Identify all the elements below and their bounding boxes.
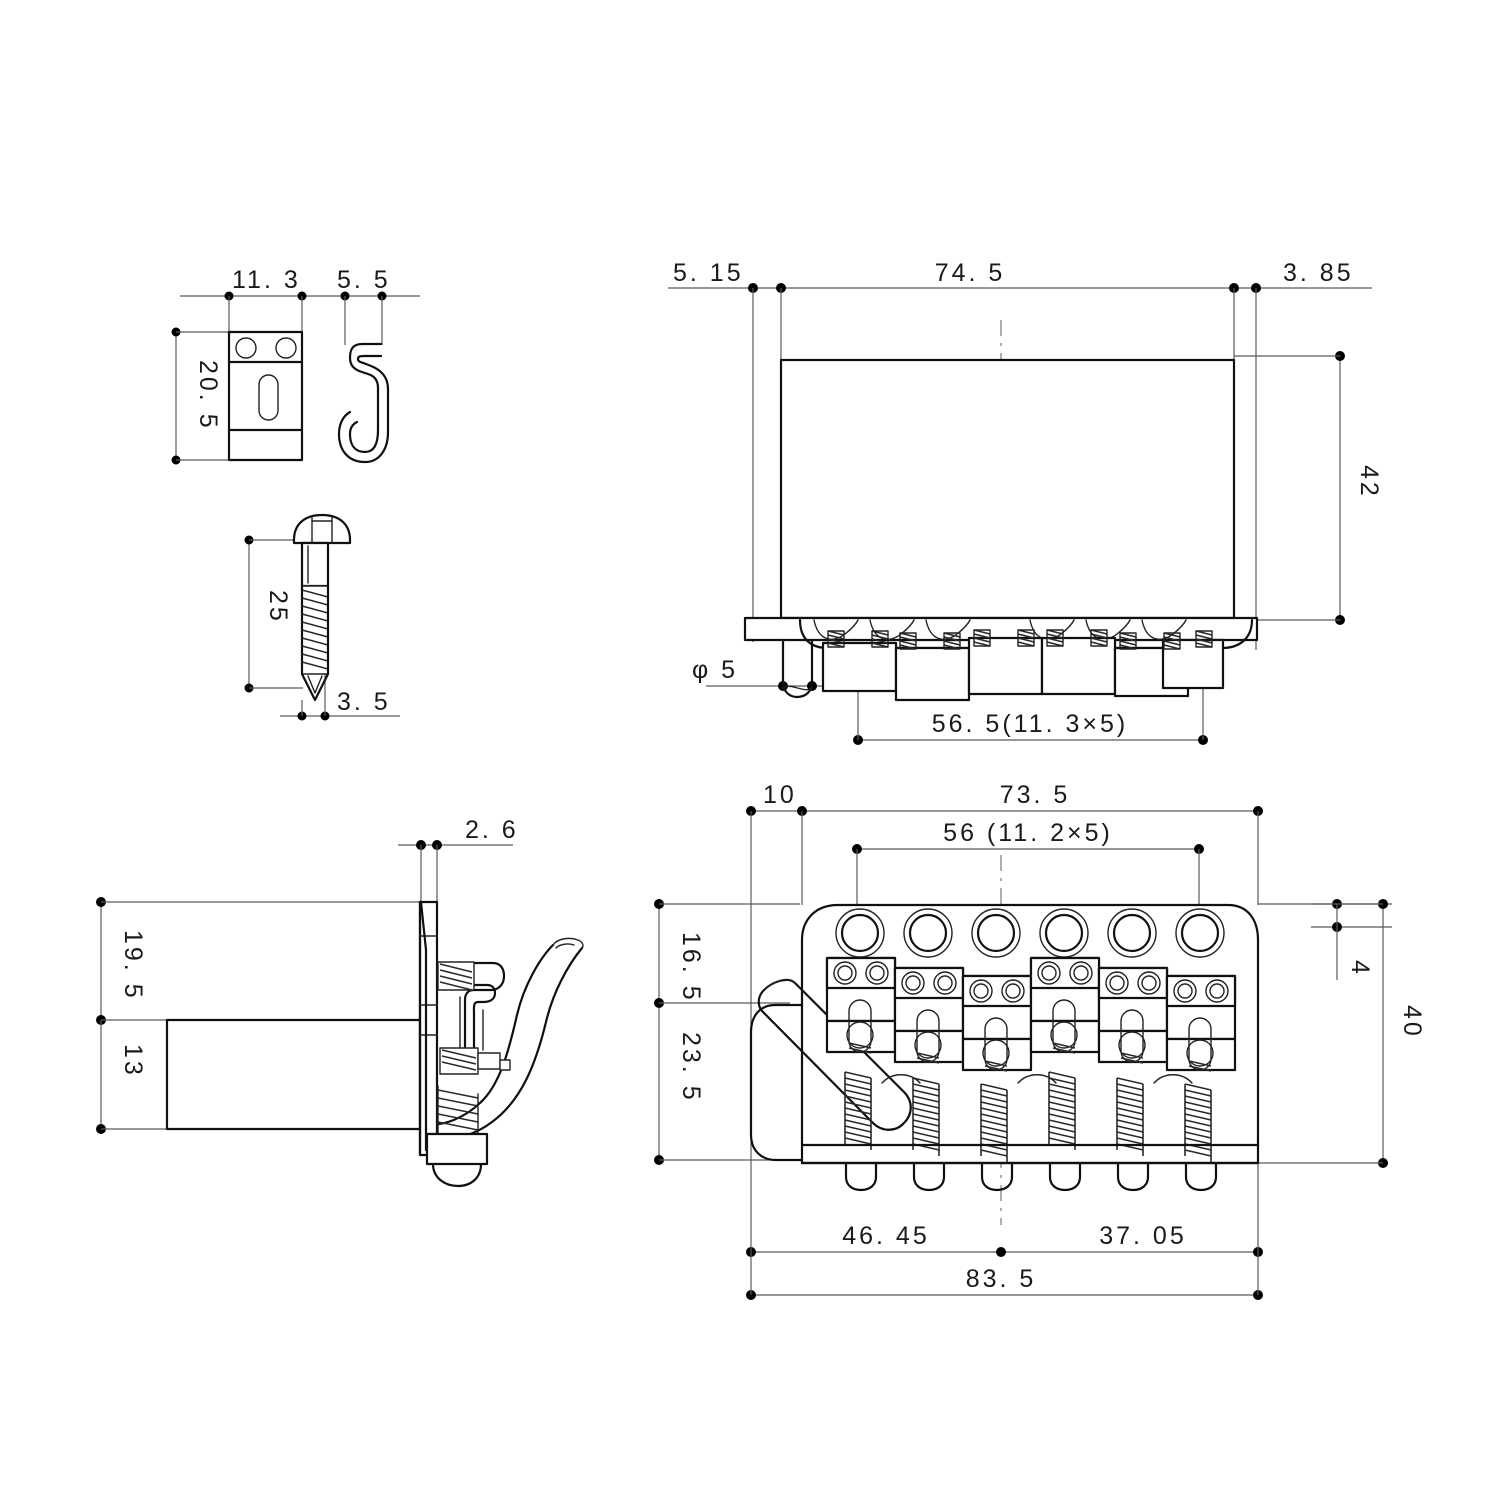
dim-plan-overall [746, 1252, 1263, 1300]
view-front-elevation [668, 283, 1372, 745]
dim-label-elevation-left-offset: 5. 15 [673, 259, 744, 287]
view-plan [654, 806, 1392, 1300]
side-bridge-plate [418, 900, 439, 1157]
view-spring-hook [330, 291, 420, 464]
screw-point [300, 672, 330, 702]
dim-label-elevation-right-offset: 3. 85 [1283, 259, 1354, 287]
plan-saddles [825, 956, 1237, 1163]
dim-label-plan-arm-to-base: 23. 5 [677, 1032, 705, 1103]
elevation-main-block [779, 358, 1236, 620]
screw-head [292, 513, 352, 545]
side-sustain-block [165, 1018, 422, 1131]
plan-mount-holes [835, 908, 1225, 958]
dim-label-plan-arm-offset: 10 [763, 781, 797, 809]
dim-label-plate-thickness: 2. 6 [465, 816, 519, 844]
dim-label-retainer-height: 20. 5 [194, 360, 222, 431]
dim-elevation-top-chain [668, 283, 1372, 650]
side-claw-spring [425, 1085, 489, 1188]
dim-plan-left-chain [654, 899, 800, 1165]
view-side-elevation [96, 840, 584, 1188]
dim-hook-width [330, 291, 420, 345]
dim-label-screw-diameter: 3. 5 [337, 688, 391, 716]
dim-label-side-overall-height: 19. 5 [119, 930, 147, 1001]
elevation-arm-boss [781, 638, 814, 699]
plan-saddle [1097, 966, 1169, 1157]
dim-screw-length [244, 535, 303, 693]
dim-label-plan-edge-inset: 4 [1346, 960, 1374, 977]
dim-plan-depth [1258, 899, 1388, 1168]
screw-shank [300, 541, 330, 588]
spring-hook-body [337, 342, 390, 464]
dim-label-plan-left-span: 46. 45 [842, 1222, 930, 1250]
dim-label-plan-arm-to-edge: 16. 5 [677, 932, 705, 1003]
dim-label-hook-width: 5. 5 [337, 266, 391, 294]
dim-label-elevation-body-width: 74. 5 [935, 259, 1006, 287]
plan-rear-rail [800, 1143, 1260, 1165]
plan-saddle [1029, 956, 1101, 1151]
dim-retainer-height [171, 327, 229, 465]
elevation-saddle-blocks [821, 636, 1225, 702]
dim-screw-diameter [280, 664, 400, 721]
dim-label-plan-plate-length: 73. 5 [1000, 781, 1071, 809]
plan-saddle [825, 956, 897, 1151]
dim-label-plan-depth: 40 [1398, 1005, 1426, 1039]
plan-saddle [1165, 974, 1237, 1163]
dim-label-screw-length: 25 [264, 590, 292, 624]
dim-label-plan-hole-span: 56 (11. 2×5) [943, 819, 1113, 847]
dim-label-elevation-height: 42 [1355, 465, 1383, 499]
dim-label-retainer-width: 11. 3 [232, 266, 301, 294]
elevation-saddle-screws [827, 629, 1213, 650]
dim-label-side-block-height: 13 [119, 1044, 147, 1078]
dim-label-saddle-span: 56. 5(11. 3×5) [932, 710, 1129, 738]
screw-threads [300, 584, 330, 676]
plan-string-feet [844, 1161, 1218, 1192]
view-wood-screw [244, 513, 400, 721]
side-spring-tensioner [439, 1047, 511, 1075]
dim-plan-top-chain [746, 806, 1263, 1160]
dim-label-arm-hole-diameter: φ 5 [692, 656, 738, 684]
retainer-plate-body [227, 330, 304, 462]
dim-plate-thickness [398, 840, 513, 935]
dim-label-plan-overall: 83. 5 [966, 1265, 1037, 1293]
view-string-retainer [171, 291, 330, 465]
dim-label-plan-right-span: 37. 05 [1099, 1222, 1187, 1250]
side-arm-bracket [437, 961, 506, 1054]
dim-elevation-height [1234, 351, 1345, 625]
